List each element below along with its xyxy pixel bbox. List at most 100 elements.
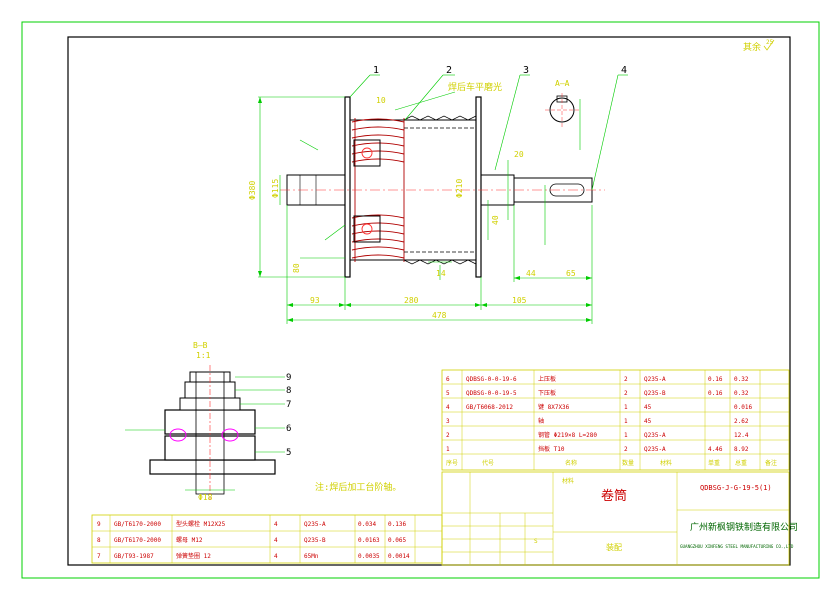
dim-d-drum: Φ210 [455, 179, 464, 198]
parts-upper-cell-code: GB/T6068-2012 [466, 404, 513, 411]
dim-d-shaft: Φ115 [271, 179, 280, 198]
parts-upper-cell-qty: 2 [624, 376, 628, 383]
parts-upper-cell-w2: 12.4 [734, 432, 749, 439]
stage-mark: S [534, 538, 538, 545]
detail-balloon-9: 9 [286, 373, 291, 383]
dimension-lines [258, 74, 628, 324]
detail-balloon-6: 6 [286, 424, 291, 434]
balloon-1: 1 [373, 65, 379, 76]
parts-lower-cell-w2: 0.136 [388, 521, 406, 528]
parts-upper-cell-mat: 45 [644, 404, 652, 411]
section-bb-scale: 1:1 [196, 351, 211, 360]
parts-upper-cell-no: 3 [446, 418, 450, 425]
parts-lower-cell-no: 7 [97, 553, 101, 560]
drawing-note: 注:焊后加工台阶轴。 [315, 481, 401, 493]
parts-lower-cell-qty: 4 [274, 521, 278, 528]
dim-len-14: 14 [436, 269, 446, 278]
upper-clamp [353, 139, 381, 167]
dim-d-bottom: Φ18 [198, 493, 213, 502]
parts-lower-cell-name: 弹簧垫圈 12 [176, 552, 211, 560]
title-block: 卷筒 材料 装配 S QDBSG-J-G-19-5(1) 广州新枫钢铁制造有限公… [441, 471, 798, 566]
parts-upper-cell-name: 轴 [538, 417, 544, 425]
parts-upper-cell-no: 5 [446, 390, 450, 397]
weld-note: 焊后车平磨光 [448, 81, 502, 93]
header-note: 备注 [765, 459, 777, 467]
parts-lower-cell-qty: 4 [274, 537, 278, 544]
section-aa-label: A—A [555, 79, 570, 88]
parts-upper-cell-w2: 0.016 [734, 404, 752, 411]
parts-lower-cell-mat: Q235-A [304, 521, 326, 528]
right-flange [475, 96, 482, 278]
parts-upper-cell-mat: Q235-A [644, 432, 666, 439]
detail-balloon-5: 5 [286, 448, 291, 458]
parts-lower-cell-w1: 0.0163 [358, 537, 380, 544]
material-label: 材料 [562, 477, 574, 485]
corner-mark: 其余 [743, 41, 761, 53]
parts-upper-cell-w1: 4.46 [708, 446, 723, 453]
parts-upper-cell-qty: 1 [624, 418, 628, 425]
section-bb-label: B—B [193, 341, 208, 350]
header-mat: 材料 [660, 459, 672, 467]
dim-arrows [258, 97, 592, 322]
parts-upper-cell-no: 4 [446, 404, 450, 411]
parts-upper-cell-w2: 0.32 [734, 390, 749, 397]
main-view [280, 96, 605, 278]
rope-winding [351, 118, 405, 262]
parts-lower-cell-code: GB/T6170-2000 [114, 521, 161, 528]
parts-lower-cell-code: GB/T6170-2000 [114, 537, 161, 544]
parts-upper-cell-mat: Q235-B [644, 390, 666, 397]
dim-len-40: 40 [491, 215, 500, 225]
parts-lower-cell-w1: 0.034 [358, 521, 376, 528]
dim-len-93: 93 [310, 296, 320, 305]
dim-len-10: 10 [376, 96, 386, 105]
dim-len-65: 65 [566, 269, 576, 278]
parts-upper-cell-name: 钢管 Φ219×8 L=280 [538, 431, 597, 439]
parts-upper-cell-w2: 2.62 [734, 418, 749, 425]
corner-roughness: 25 [766, 39, 774, 46]
detail-balloon-7: 7 [286, 400, 291, 410]
parts-lower-cell-name: 型头螺栓 M12X25 [176, 520, 226, 528]
parts-upper-cell-no: 1 [446, 446, 450, 453]
parts-upper-cell-qty: 2 [624, 446, 628, 453]
parts-lower-cell-qty: 4 [274, 553, 278, 560]
header-name: 名称 [565, 459, 577, 467]
parts-lower-cell-name: 螺母 M12 [176, 536, 203, 544]
assembly-label: 装配 [606, 542, 622, 552]
dim-len-478: 478 [432, 311, 447, 320]
header-qty: 数量 [622, 459, 634, 467]
balloon-3: 3 [523, 65, 529, 76]
parts-lower-cell-mat: Q235-B [304, 537, 326, 544]
balloon-2: 2 [446, 65, 452, 76]
balloon-4: 4 [621, 65, 627, 76]
parts-lower-cell-no: 8 [97, 537, 101, 544]
parts-upper-cell-mat: 45 [644, 418, 652, 425]
parts-upper-cell-qty: 2 [624, 390, 628, 397]
parts-upper-cell-w2: 8.92 [734, 446, 749, 453]
parts-upper-cell-name: 挡板 T10 [538, 445, 565, 453]
detail-bb: B—B 1:1 9 8 7 6 5 [125, 341, 291, 502]
parts-lower-cell-code: GB/T93-1987 [114, 553, 154, 560]
parts-upper-cell-w1: 0.16 [708, 390, 723, 397]
parts-upper-cell-code: QDBSG-0-0-19-5 [466, 390, 517, 397]
parts-lower-cell-w2: 0.0014 [388, 553, 410, 560]
parts-upper-cell-code: QDBSG-0-0-19-6 [466, 376, 517, 383]
header-w1: 单重 [708, 459, 720, 467]
lower-clamp [353, 215, 381, 243]
parts-upper-cell-no: 2 [446, 432, 450, 439]
dim-len-80: 80 [292, 263, 301, 273]
outer-border [21, 21, 820, 579]
parts-upper-cell-qty: 1 [624, 432, 628, 439]
dim-d-flange: Φ380 [248, 181, 257, 200]
detail-balloon-8: 8 [286, 386, 291, 396]
parts-lower-cell-mat: 65Mn [304, 553, 319, 560]
parts-lower-cell-no: 9 [97, 521, 101, 528]
parts-lower-cell-w2: 0.065 [388, 537, 406, 544]
dim-len-280: 280 [404, 296, 419, 305]
inner-border [67, 36, 791, 566]
company-name-en: GUANGZHOU XINFENG STEEL MANUFACTURING CO… [680, 544, 794, 549]
dim-len-20: 20 [514, 150, 524, 159]
company-name: 广州新枫钢铁制造有限公司 [690, 521, 798, 533]
dim-len-105: 105 [512, 296, 527, 305]
parts-upper-cell-name: 下压板 [538, 389, 556, 397]
